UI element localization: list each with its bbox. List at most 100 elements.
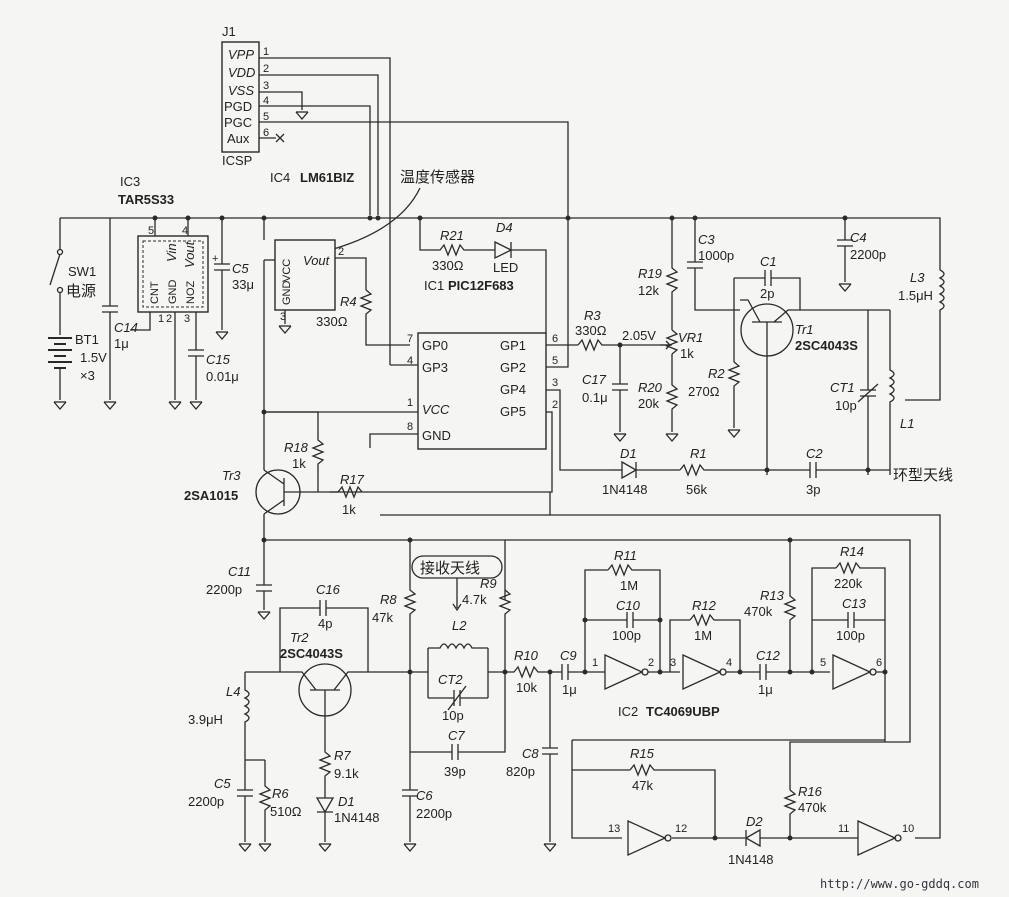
r13-value: 470k	[744, 604, 773, 619]
d4-value: LED	[493, 260, 518, 275]
capacitor-c14: C14 1μ	[102, 218, 138, 410]
ic1-gp5: GP5	[500, 404, 526, 419]
ic3-gnd: GND	[167, 280, 179, 305]
vr1-ref: VR1	[678, 330, 703, 345]
diode-d1-rx: D1 1N4148	[315, 794, 380, 852]
resistor-r6: R6 510Ω	[258, 760, 302, 852]
inductor-l1: L1 环型天线	[888, 310, 953, 484]
ct1-ref: CT1	[830, 380, 855, 395]
r13-ref: R13	[760, 588, 785, 603]
potentiometer-vr1: VR1 1k	[660, 329, 703, 361]
ic1-gp4: GP4	[500, 382, 526, 397]
battery-bt1: BT1 1.5V ×3	[48, 332, 107, 410]
capacitor-c5-33u: + C5 33μ	[212, 218, 254, 340]
receive-antenna-label: 接收天线	[411, 555, 503, 612]
j1-num-6: 6	[263, 127, 269, 139]
c7-value: 39p	[444, 764, 466, 779]
ct1-value: 10p	[835, 398, 857, 413]
resistor-r20: R20 20k	[638, 354, 679, 442]
ic3-noz: NOZ	[185, 281, 197, 305]
ic2-pin4: 4	[726, 657, 732, 669]
ic3-pin4: 4	[182, 225, 188, 237]
ic2-pin11: 11	[838, 823, 849, 835]
ic1-pin8: 8	[407, 421, 413, 433]
j1-ref: J1	[222, 24, 236, 39]
r11-value: 1M	[620, 578, 638, 593]
v205-label: 2.05V	[622, 328, 656, 343]
sw1-ref: SW1	[68, 264, 96, 279]
power-switch-sw1: SW1 电源	[49, 218, 96, 335]
ic2-pin13: 13	[608, 823, 620, 835]
l3-ref: L3	[910, 270, 925, 285]
trimmer-capacitor-ct2: CT2 10p	[428, 672, 488, 723]
ic3-pin3: 3	[184, 313, 190, 325]
r6-ref: R6	[272, 786, 289, 801]
j1-pin-aux: Aux	[227, 131, 250, 146]
tr2-ref: Tr2	[290, 630, 309, 645]
ic1-gnd: GND	[422, 428, 451, 443]
resistor-r7: R7 9.1k	[318, 725, 359, 798]
icsp-connector-j1: J1 ICSP VPP VDD VSS PGD PGC Aux 1 2 3 4 …	[221, 24, 569, 365]
r16-ref: R16	[798, 784, 823, 799]
ic1-gp2: GP2	[500, 360, 526, 375]
ic4-vout: Vout	[303, 253, 331, 268]
d1a-value: 1N4148	[602, 482, 648, 497]
c7-ref: C7	[448, 728, 465, 743]
c10-ref: C10	[616, 598, 641, 613]
j1-num-1: 1	[263, 46, 269, 58]
ic4-pin3: 3	[280, 311, 286, 323]
r4-ref: R4	[340, 294, 357, 309]
svg-text:+: +	[212, 253, 218, 265]
ic2-part: TC4069UBP	[646, 704, 720, 719]
r15-value: 47k	[632, 778, 653, 793]
c17-value: 0.1μ	[582, 390, 608, 405]
l2-ref: L2	[452, 618, 467, 633]
resistor-r11: R11 1M	[607, 548, 658, 593]
l3-value: 1.5μH	[898, 288, 933, 303]
r10-value: 10k	[516, 680, 537, 695]
c1-ref: C1	[760, 254, 777, 269]
ic1-part: PIC12F683	[448, 278, 514, 293]
r3-value: 330Ω	[575, 323, 607, 338]
inductor-l4: L4 3.9μH	[188, 672, 250, 760]
ic3-pin1: 1	[158, 313, 164, 325]
capacitor-c11: C11 2200p	[206, 564, 251, 597]
c6-value: 2200p	[416, 806, 452, 821]
r12-value: 1M	[694, 628, 712, 643]
resistor-r8: R8 47k	[372, 540, 418, 852]
c2-value: 3p	[806, 482, 820, 497]
inductor-l2: L2	[428, 618, 488, 650]
j1-pin-vdd: VDD	[228, 65, 255, 80]
j1-pin-pgc: PGC	[224, 115, 252, 130]
r18-ref: R18	[284, 440, 309, 455]
vdd-rail	[60, 217, 941, 270]
r17-ref: R17	[340, 472, 365, 487]
c12-value: 1μ	[758, 682, 773, 697]
ic1-gp1: GP1	[500, 338, 526, 353]
d4-ref: D4	[496, 220, 513, 235]
d1b-value: 1N4148	[334, 810, 380, 825]
d2-value: 1N4148	[728, 852, 774, 867]
watermark-url: http://www.go-gddq.com	[820, 877, 979, 891]
capacitor-c15: C15 0.01μ	[188, 349, 239, 410]
r1-value: 56k	[686, 482, 707, 497]
r14-ref: R14	[840, 544, 864, 559]
c10-value: 100p	[612, 628, 641, 643]
resistor-r1: R1 56k	[679, 446, 810, 497]
bt1-value: 1.5V	[80, 350, 107, 365]
tr1-value: 2SC4043S	[795, 338, 858, 353]
tr3-value: 2SA1015	[184, 488, 238, 503]
r15-ref: R15	[630, 746, 655, 761]
l4-value: 3.9μH	[188, 712, 223, 727]
ic3-vout: Vout	[182, 240, 197, 268]
c13-value: 100p	[836, 628, 865, 643]
capacitor-c3: C3 1000p	[687, 218, 740, 311]
c5b-ref: C5	[214, 776, 231, 791]
r14-value: 220k	[834, 576, 863, 591]
tr1-ref: Tr1	[795, 322, 814, 337]
c4-value: 2200p	[850, 247, 886, 262]
ic4-label: 温度传感器	[400, 168, 475, 186]
ic3-vin: Vin	[164, 243, 179, 262]
c15-value: 0.01μ	[206, 369, 239, 384]
